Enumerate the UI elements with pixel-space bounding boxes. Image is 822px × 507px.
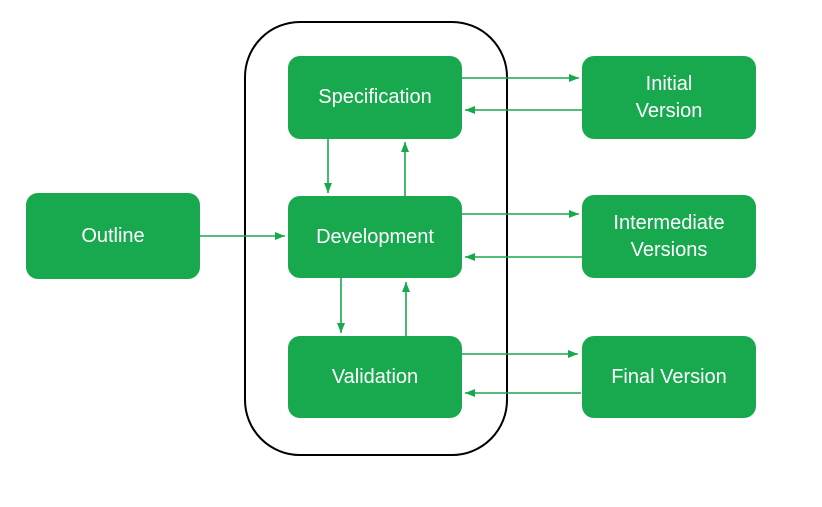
node-outline: Outline	[26, 193, 200, 279]
node-validation: Validation	[288, 336, 462, 418]
node-intermediate-versions: Intermediate Versions	[582, 195, 756, 278]
node-development: Development	[288, 196, 462, 278]
node-initial-version: Initial Version	[582, 56, 756, 139]
node-specification: Specification	[288, 56, 462, 139]
process-group-frame	[244, 21, 508, 456]
node-final-version: Final Version	[582, 336, 756, 418]
